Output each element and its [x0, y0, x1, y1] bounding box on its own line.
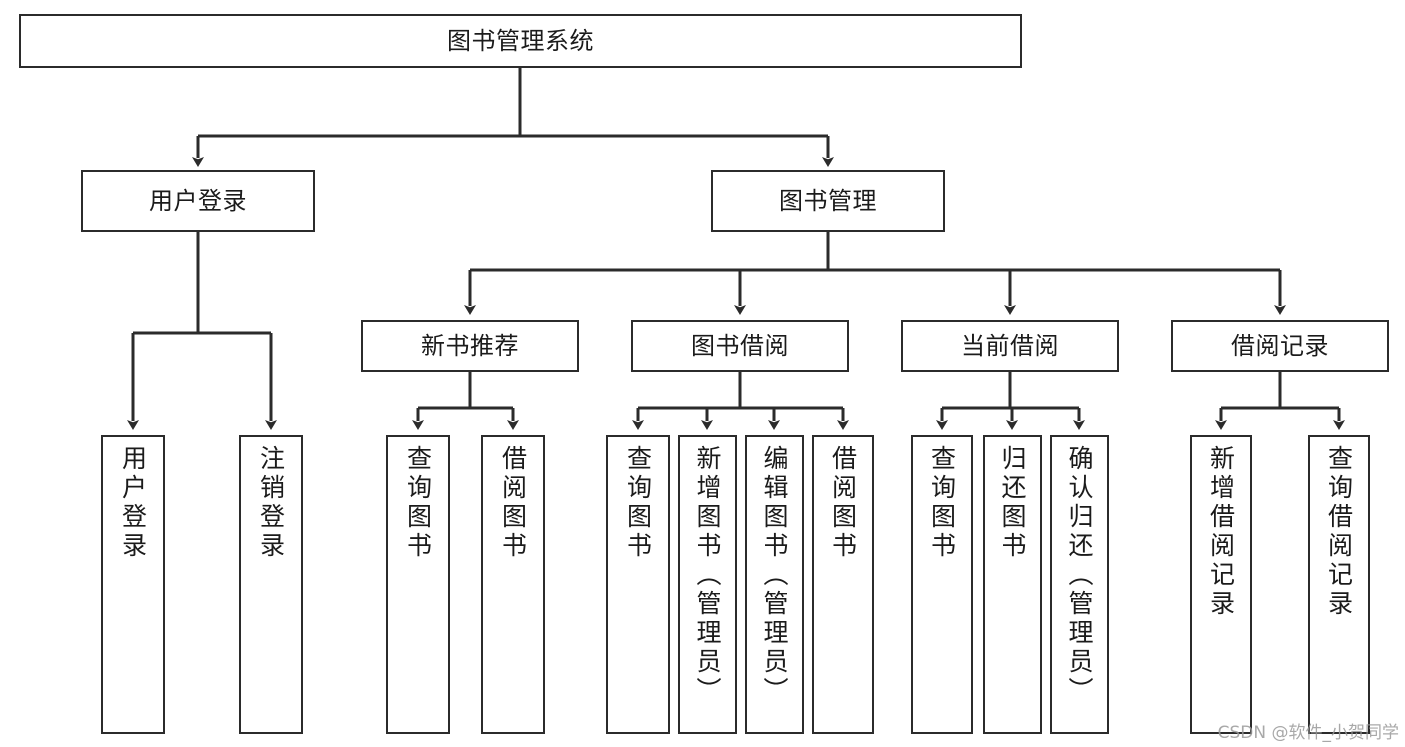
node-user-login-label: 用户登录: [149, 186, 247, 215]
node-leaf-add-book-label: 新增图书（管理员）: [693, 445, 722, 706]
node-leaf-add-book[interactable]: 新增图书（管理员）: [678, 435, 737, 734]
node-leaf-borrow-book-recommend-label: 借阅图书: [498, 445, 528, 561]
node-leaf-borrow-book-label: 借阅图书: [828, 445, 858, 561]
node-book-management-label: 图书管理: [779, 186, 877, 215]
node-leaf-edit-book[interactable]: 编辑图书（管理员）: [745, 435, 804, 734]
node-leaf-user-login[interactable]: 用户登录: [101, 435, 165, 734]
node-borrow-record[interactable]: 借阅记录: [1171, 320, 1389, 372]
node-leaf-logout-login-label: 注销登录: [256, 445, 286, 561]
node-leaf-logout-login[interactable]: 注销登录: [239, 435, 303, 734]
node-leaf-return-book-label: 归还图书: [998, 445, 1027, 561]
node-root-label: 图书管理系统: [447, 26, 594, 55]
node-current-borrow[interactable]: 当前借阅: [901, 320, 1119, 372]
node-book-management[interactable]: 图书管理: [711, 170, 945, 232]
node-leaf-query-book-borrow-label: 查询图书: [623, 445, 653, 561]
node-current-borrow-label: 当前借阅: [961, 331, 1059, 360]
node-leaf-borrow-book[interactable]: 借阅图书: [812, 435, 874, 734]
node-leaf-confirm-return-label: 确认归还（管理员）: [1065, 445, 1094, 706]
node-book-borrow-label: 图书借阅: [691, 331, 789, 360]
node-leaf-user-login-label: 用户登录: [118, 445, 148, 561]
node-borrow-record-label: 借阅记录: [1231, 331, 1329, 360]
node-new-book-recommend[interactable]: 新书推荐: [361, 320, 579, 372]
node-leaf-borrow-book-recommend[interactable]: 借阅图书: [481, 435, 545, 734]
node-root[interactable]: 图书管理系统: [19, 14, 1022, 68]
node-leaf-query-book-borrow[interactable]: 查询图书: [606, 435, 670, 734]
node-book-borrow[interactable]: 图书借阅: [631, 320, 849, 372]
node-leaf-query-borrow-record[interactable]: 查询借阅记录: [1308, 435, 1370, 734]
node-leaf-confirm-return[interactable]: 确认归还（管理员）: [1050, 435, 1109, 734]
node-leaf-query-book-recommend-label: 查询图书: [403, 445, 433, 561]
node-leaf-query-book-current-label: 查询图书: [927, 445, 957, 561]
node-leaf-return-book[interactable]: 归还图书: [983, 435, 1042, 734]
node-new-book-recommend-label: 新书推荐: [421, 331, 519, 360]
node-leaf-query-book-current[interactable]: 查询图书: [911, 435, 973, 734]
node-user-login[interactable]: 用户登录: [81, 170, 315, 232]
watermark-text: CSDN @软件_小贺同学: [1217, 723, 1399, 743]
node-leaf-query-borrow-record-label: 查询借阅记录: [1324, 445, 1354, 619]
node-leaf-add-borrow-record[interactable]: 新增借阅记录: [1190, 435, 1252, 734]
node-leaf-add-borrow-record-label: 新增借阅记录: [1206, 445, 1236, 619]
node-leaf-edit-book-label: 编辑图书（管理员）: [760, 445, 789, 706]
node-leaf-query-book-recommend[interactable]: 查询图书: [386, 435, 450, 734]
